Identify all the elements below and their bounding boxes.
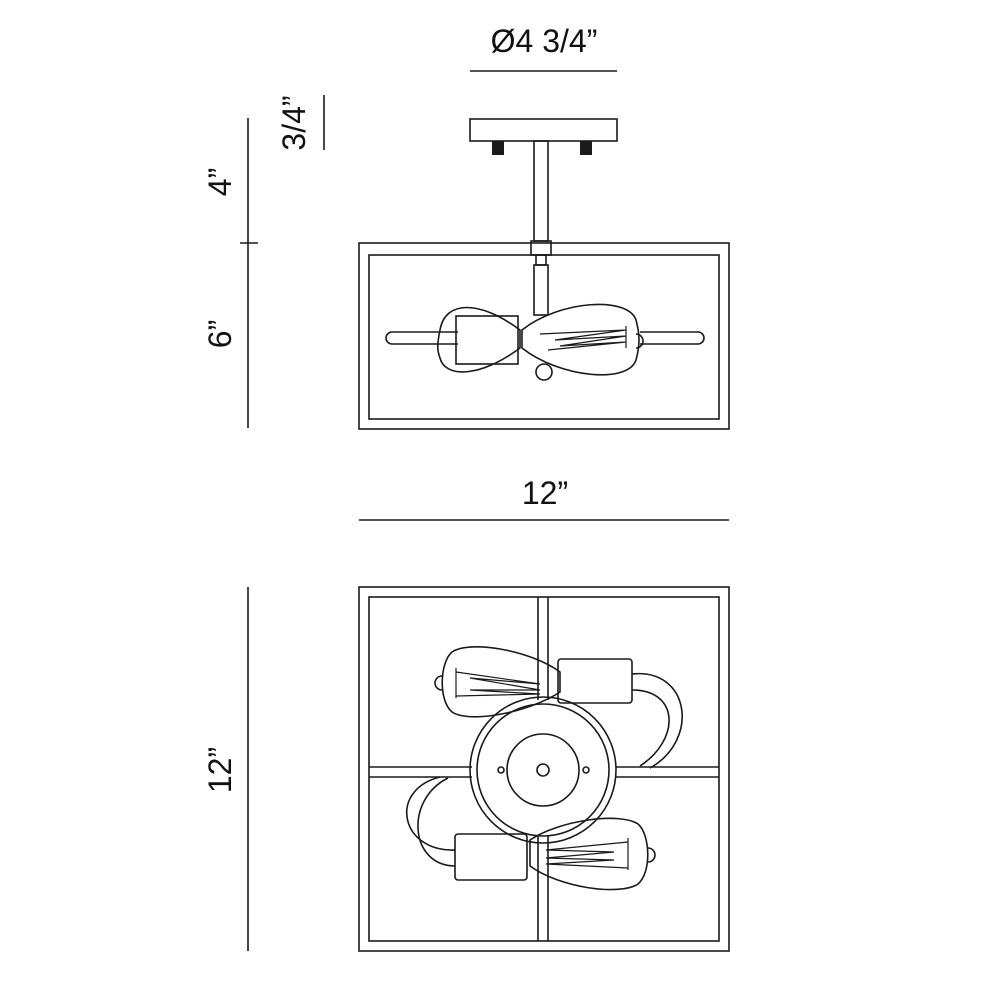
- plan-bulb-lower-filament: [545, 838, 629, 870]
- plan-canopy-cup: [506, 733, 580, 807]
- plan-canopy-hub: [536, 763, 550, 777]
- plan-bulb-upper: [441, 646, 561, 718]
- plan-bulb-upper-filament: [455, 668, 541, 698]
- side-bulb-right-tip: [635, 333, 644, 349]
- plan-frame-outer: [358, 586, 730, 952]
- plan-screw-left: [497, 766, 505, 774]
- plan-frame-inner: [368, 596, 720, 942]
- plan-bulb-lower-tip: [647, 847, 656, 863]
- plan-socket-upper: [557, 658, 633, 704]
- canopy-height-label: 3/4”: [276, 95, 312, 150]
- plan-arm-upper: [631, 673, 683, 769]
- canopy-screw-left: [492, 141, 504, 155]
- side-arm-right: [640, 331, 705, 345]
- stem: [533, 140, 549, 242]
- canopy-screw-right: [580, 141, 592, 155]
- plan-canopy-ring: [476, 703, 610, 837]
- body-height-label: 6”: [202, 320, 238, 348]
- canopy-diameter-label: Ø4 3/4”: [491, 23, 598, 59]
- side-bulb-left: [436, 306, 521, 373]
- side-elevation-view: Ø4 3/4” 4” 6” 3/4”: [202, 23, 730, 521]
- side-socket-left: [455, 315, 519, 365]
- plan-arm-lower: [405, 776, 456, 867]
- side-arm-left: [385, 331, 458, 345]
- side-center-knob: [535, 363, 553, 381]
- plan-cross-vertical: [537, 597, 549, 941]
- plan-bulb-upper-tip: [434, 675, 443, 691]
- side-bulb-right: [521, 303, 640, 376]
- body-width-label: 12”: [522, 475, 568, 511]
- side-frame-outer: [358, 242, 730, 430]
- stem-lower: [535, 254, 547, 266]
- plan-view: 12”: [202, 586, 730, 952]
- side-frame-inner: [368, 254, 720, 420]
- plan-cross-horizontal: [369, 766, 719, 778]
- stem-socket: [533, 264, 549, 316]
- plan-screw-right: [582, 766, 590, 774]
- plan-socket-lower: [454, 833, 528, 881]
- plan-canopy-outer: [469, 696, 617, 844]
- body-depth-label: 12”: [202, 747, 238, 793]
- side-bulb-filament: [539, 326, 627, 351]
- canopy: [469, 118, 618, 142]
- stem-height-label: 4”: [202, 168, 238, 196]
